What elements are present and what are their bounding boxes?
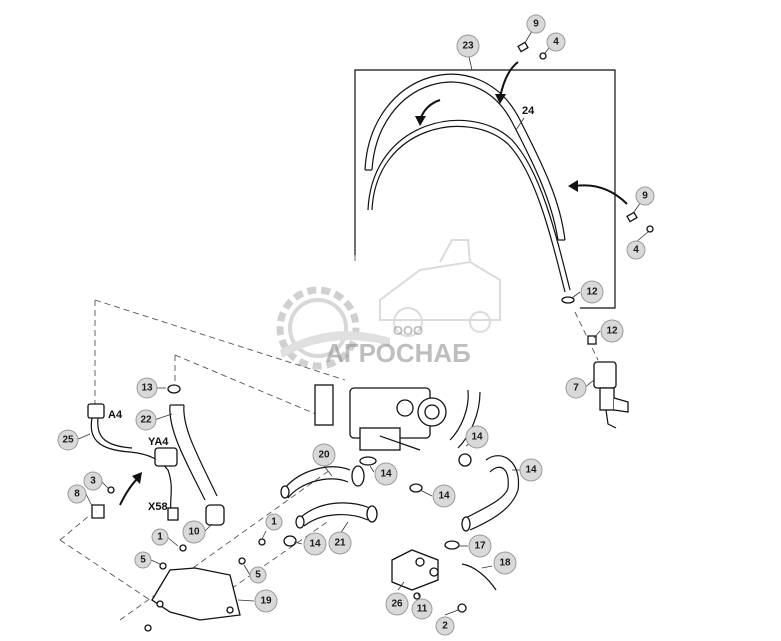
callout-18: 18	[493, 551, 517, 575]
hose-23	[364, 73, 566, 241]
callout-14: 14	[303, 532, 327, 556]
svg-text:21: 21	[334, 538, 346, 549]
watermark: ООО АГРОСНАБ	[248, 239, 520, 388]
callout-22: 22	[135, 409, 157, 431]
svg-text:18: 18	[499, 558, 511, 569]
svg-text:4: 4	[633, 245, 639, 256]
callout-12: 12	[600, 319, 624, 343]
arrow-icon	[119, 477, 139, 506]
callout-14: 14	[374, 462, 398, 486]
connector-label-ya4: YA4	[148, 436, 169, 448]
clamp-icon	[561, 296, 575, 304]
svg-text:17: 17	[474, 541, 486, 552]
tube-18	[461, 563, 497, 591]
svg-text:10: 10	[188, 527, 200, 538]
callout-21: 21	[328, 531, 352, 555]
svg-text:24: 24	[522, 105, 535, 117]
callout-26: 26	[385, 592, 409, 616]
callout-14: 14	[465, 425, 489, 449]
hose-24	[367, 119, 571, 293]
connector-label-a4: A4	[108, 409, 123, 421]
watermark-company-prefix: ООО	[393, 323, 423, 338]
callout-1: 1	[265, 513, 283, 531]
callout-4: 4	[546, 32, 566, 52]
svg-text:20: 20	[318, 450, 330, 461]
callout-1: 1	[151, 528, 169, 546]
callout-5: 5	[134, 551, 152, 569]
hose-21	[295, 502, 378, 529]
callout-3: 3	[83, 471, 103, 491]
callout-13: 13	[136, 377, 158, 399]
svg-text:2: 2	[442, 621, 448, 632]
callout-11: 11	[411, 598, 433, 620]
hose-17	[461, 455, 520, 532]
callout-4: 4	[626, 240, 646, 260]
fastener-icon	[91, 486, 115, 519]
watermark-company-name: АГРОСНАБ	[325, 338, 471, 368]
callout-2: 2	[435, 616, 455, 636]
svg-text:14: 14	[380, 469, 392, 480]
svg-text:4: 4	[553, 37, 559, 48]
screw-icon	[517, 41, 547, 60]
svg-text:8: 8	[74, 489, 80, 500]
svg-text:14: 14	[471, 432, 483, 443]
callout-19: 19	[254, 589, 278, 613]
svg-text:12: 12	[606, 326, 618, 337]
callout-17: 14	[519, 458, 543, 482]
inset-frame	[354, 69, 616, 309]
svg-text:14: 14	[525, 465, 537, 476]
hose-20	[280, 465, 365, 499]
screw-icon	[626, 211, 654, 233]
callout-12: 12	[580, 280, 604, 304]
svg-text:14: 14	[438, 491, 450, 502]
pump-part-7	[574, 311, 629, 429]
label-24: 24	[522, 105, 535, 117]
callout-9: 9	[526, 14, 546, 34]
callout-5: 5	[249, 566, 267, 584]
arrow-icon	[499, 61, 519, 99]
svg-text:11: 11	[417, 604, 428, 615]
connector-label-x58: X58	[148, 501, 168, 513]
hose-22	[167, 384, 225, 526]
washer-icon	[144, 538, 266, 632]
callout-23: 23	[456, 34, 480, 58]
engine-assembly	[314, 384, 481, 451]
callout-10: 10	[182, 520, 206, 544]
clamp-icon	[283, 453, 472, 550]
svg-text:9: 9	[533, 19, 539, 30]
callout-8: 8	[67, 484, 87, 504]
svg-text:1: 1	[157, 532, 163, 543]
svg-text:23: 23	[462, 41, 474, 52]
svg-text:14: 14	[309, 539, 321, 550]
svg-text:3: 3	[90, 476, 96, 487]
arrow-icon	[574, 184, 628, 205]
svg-text:9: 9	[642, 191, 648, 202]
callout-7: 7	[565, 377, 587, 399]
svg-text:19: 19	[260, 596, 272, 607]
svg-text:25: 25	[62, 435, 74, 446]
svg-text:5: 5	[140, 555, 146, 566]
svg-text:1: 1	[271, 517, 277, 528]
harvester-silhouette-icon	[379, 239, 501, 337]
svg-text:7: 7	[573, 383, 579, 394]
callout-14: 17	[468, 534, 492, 558]
gear-logo-icon	[276, 286, 390, 370]
callout-14: 14	[432, 484, 456, 508]
callout-9: 9	[635, 186, 655, 206]
callout-25: 25	[57, 429, 79, 451]
wire-harness-25	[87, 403, 179, 521]
svg-text:22: 22	[140, 415, 152, 426]
bracket-19	[151, 567, 241, 621]
svg-text:12: 12	[586, 287, 598, 298]
svg-text:13: 13	[141, 383, 153, 394]
svg-text:26: 26	[391, 599, 403, 610]
callout-20: 20	[312, 443, 336, 467]
svg-text:5: 5	[255, 570, 261, 581]
